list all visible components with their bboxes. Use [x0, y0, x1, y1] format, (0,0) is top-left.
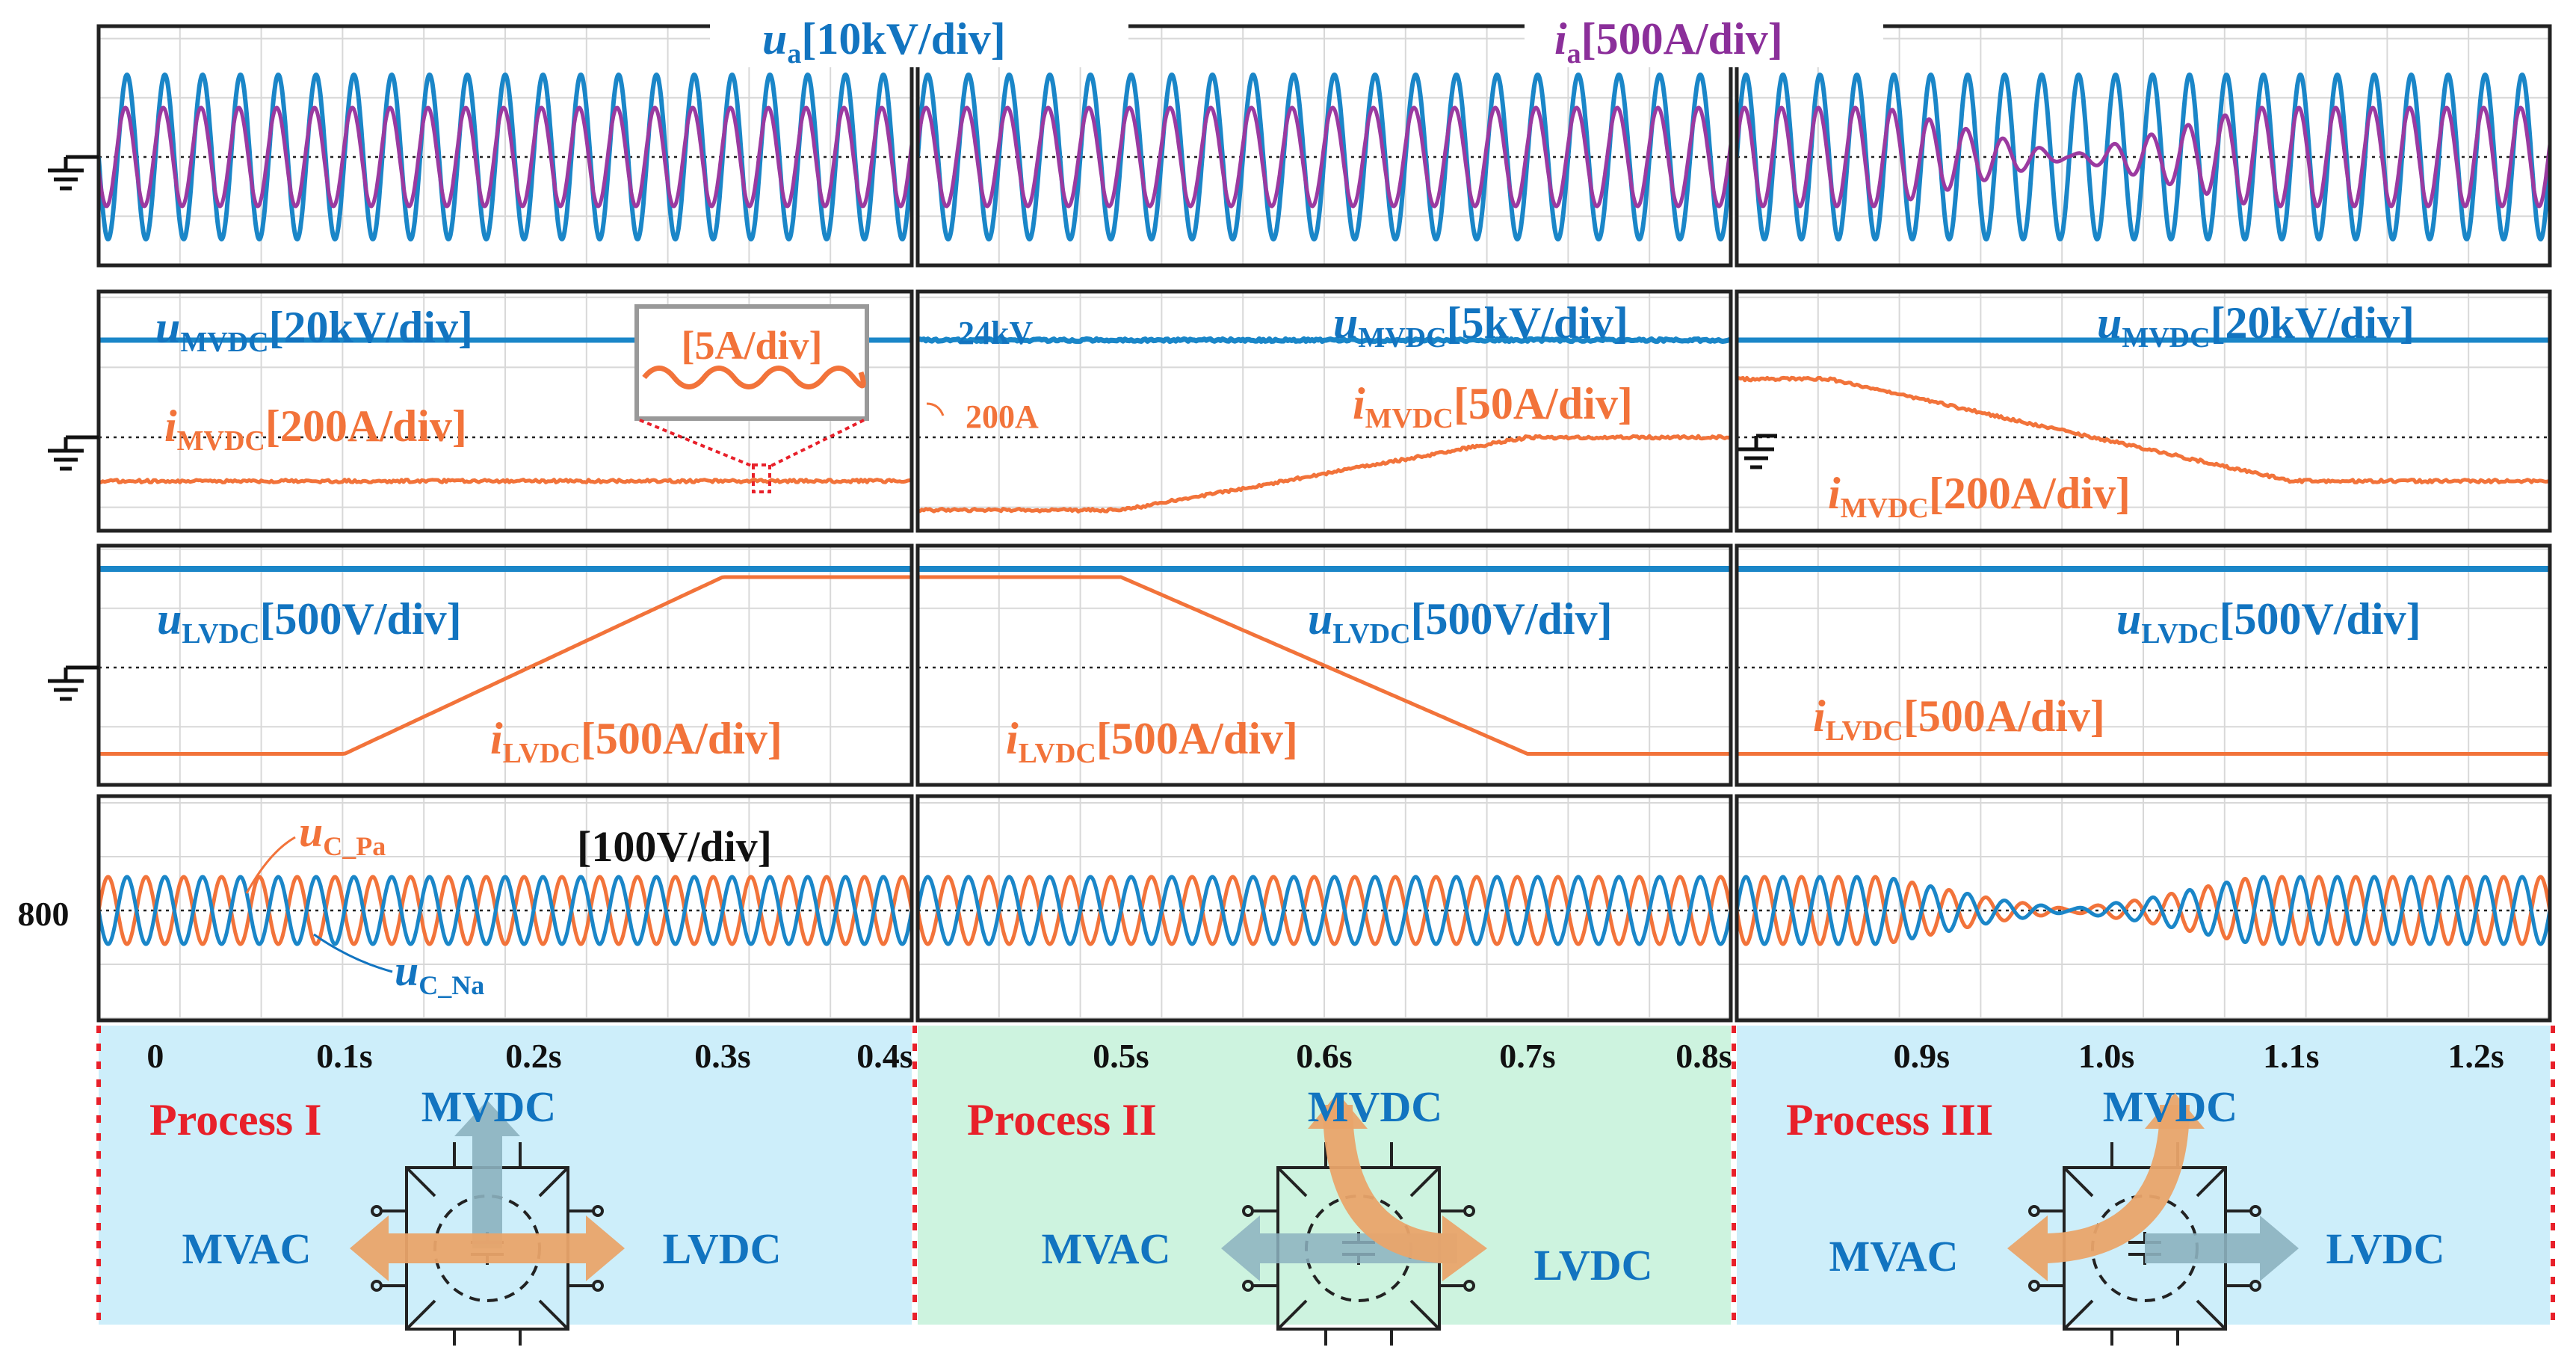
x-tick-label: 0.5s — [1093, 1037, 1149, 1075]
capacitor-scale-label: [100V/div] — [577, 822, 772, 871]
ground-icon-mvdc-right — [1738, 436, 1777, 467]
x-tick-label: 1.1s — [2263, 1037, 2319, 1075]
uc-na-leader — [314, 934, 392, 972]
mvdc-label: MVDC — [1308, 1082, 1442, 1131]
ground-icon-lvdc — [48, 668, 99, 699]
i-mvdc-label-1: iMVDC[200A/div] — [164, 401, 467, 457]
i-mvdc-trace — [99, 480, 912, 483]
lvdc-label: LVDC — [2326, 1224, 2444, 1273]
x-tick-label: 0.6s — [1296, 1037, 1352, 1075]
ground-icon-ac — [48, 157, 99, 188]
process-3-label: Process III — [1786, 1095, 1993, 1144]
mvdc-voltage-annotation: 24kV — [958, 315, 1033, 351]
process-2-label: Process II — [967, 1095, 1157, 1144]
i-lvdc-label-3: iLVDC[500A/div] — [1813, 691, 2105, 747]
ia-label: ia[500A/div] — [1554, 14, 1783, 70]
mvdc-current-annotation: 200A — [966, 398, 1039, 435]
process-1-label: Process I — [149, 1095, 322, 1144]
u-lvdc-label-3: uLVDC[500V/div] — [2116, 594, 2421, 650]
mvdc-label: MVDC — [421, 1082, 556, 1131]
x-tick-label: 1.0s — [2078, 1037, 2134, 1075]
x-tick-label: 0.3s — [694, 1037, 750, 1075]
x-tick-label: 1.2s — [2447, 1037, 2504, 1075]
u-mvdc-label-1: uMVDC[20kV/div] — [155, 303, 473, 358]
mvdc-current-leader — [927, 404, 943, 416]
i-mvdc-label-3: iMVDC[200A/div] — [1828, 469, 2131, 524]
u-mvdc-label-2: uMVDC[5kV/div] — [1333, 298, 1628, 354]
u-lvdc-label-1: uLVDC[500V/div] — [157, 594, 462, 650]
x-tick-label: 0.7s — [1499, 1037, 1555, 1075]
mvac-label: MVAC — [1829, 1232, 1959, 1281]
mvdc-label: MVDC — [2103, 1082, 2237, 1131]
i-mvdc-label-2: iMVDC[50A/div] — [1353, 379, 1633, 434]
lvdc-label: LVDC — [662, 1224, 781, 1273]
mvac-label: MVAC — [182, 1224, 312, 1273]
ground-icon-mvdc — [48, 437, 99, 469]
x-tick-label: 0.8s — [1675, 1037, 1732, 1075]
mvac-label: MVAC — [1042, 1224, 1171, 1273]
x-tick-label: 0.2s — [505, 1037, 561, 1075]
zoom-inset: [5A/div] — [637, 306, 867, 492]
x-tick-label: 0.4s — [856, 1037, 912, 1075]
capacitor-reference-value: 800 — [18, 895, 70, 933]
i-lvdc-label-1: iLVDC[500A/div] — [490, 714, 782, 769]
u-mvdc-label-3: uMVDC[20kV/div] — [2097, 298, 2415, 354]
zoom-inset-scale: [5A/div] — [682, 323, 823, 368]
u-lvdc-label-2: uLVDC[500V/div] — [1308, 594, 1613, 650]
lvdc-label: LVDC — [1533, 1241, 1652, 1289]
x-tick-label: 0 — [146, 1037, 164, 1075]
uc-na-label: uC_Na — [395, 946, 484, 1000]
x-tick-label: 0.9s — [1894, 1037, 1950, 1075]
i-lvdc-label-2: iLVDC[500A/div] — [1006, 714, 1298, 769]
x-tick-label: 0.1s — [316, 1037, 372, 1075]
